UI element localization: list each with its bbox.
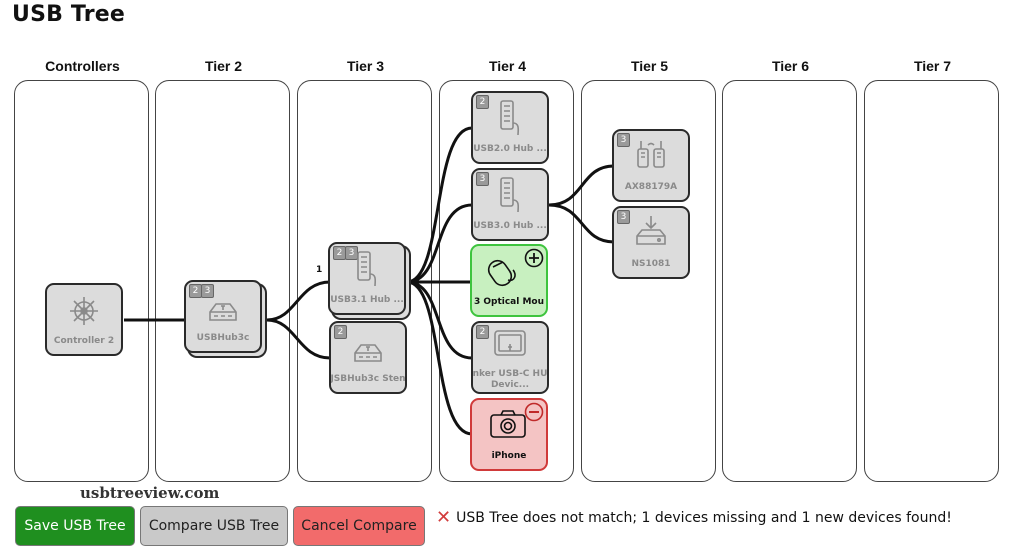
minus-circle-icon: [524, 402, 544, 422]
device-label: 3 Optical Mou: [473, 297, 545, 307]
column-header-tier-2: Tier 2: [204, 58, 243, 74]
device-node-usb30-hub[interactable]: 3 USB3.0 Hub ...: [471, 168, 549, 241]
device-node-usb31-hub[interactable]: 2 3 USB3.1 Hub ...: [328, 242, 406, 315]
speed-badge: 2: [334, 325, 347, 339]
device-label: Controller 2: [53, 336, 115, 346]
device-label: USBHub3c: [196, 333, 250, 343]
mouse-icon: [487, 259, 516, 287]
device-label-line2: Devic...: [490, 380, 530, 390]
tablet-device-icon: [494, 330, 526, 356]
device-label: nker USB-C HU: [473, 369, 547, 379]
device-node-anker-hub[interactable]: 2 nker USB-C HU Devic...: [471, 321, 549, 394]
hub-device-icon: [209, 303, 237, 321]
device-label: JSBHub3c Sten: [331, 374, 405, 384]
column-header-tier-4: Tier 4: [488, 58, 527, 74]
drive-download-icon: [636, 216, 666, 245]
speed-badge: 2: [476, 325, 489, 339]
save-usb-tree-button[interactable]: Save USB Tree: [15, 506, 135, 546]
usb-hub-stick-icon: [500, 100, 520, 136]
speed-badge: 3: [617, 210, 630, 224]
walkie-talkie-icon: [637, 141, 665, 168]
column-header-tier-3: Tier 3: [346, 58, 385, 74]
device-node-ax88179a[interactable]: 3 AX88179A: [612, 129, 690, 202]
device-node-iphone[interactable]: iPhone: [470, 398, 548, 471]
device-node-usbhub3c[interactable]: 2 3 USBHub3c: [184, 280, 262, 353]
device-node-usb20-hub[interactable]: 2 USB2.0 Hub ...: [471, 91, 549, 164]
column-header-controllers: Controllers: [45, 58, 120, 74]
column-header-tier-5: Tier 5: [630, 58, 669, 74]
port-number: 1: [316, 265, 323, 275]
error-x-icon: ✕: [436, 507, 452, 528]
device-label: AX88179A: [624, 182, 678, 192]
hub-device-icon: [354, 344, 382, 362]
device-label: USB3.1 Hub ...: [330, 295, 404, 305]
camera-icon: [489, 410, 526, 438]
status-message: USB Tree does not match; 1 devices missi…: [456, 510, 952, 526]
device-label: iPhone: [491, 451, 527, 461]
device-label: USB3.0 Hub ...: [473, 221, 547, 231]
page-title: USB Tree: [12, 2, 126, 27]
speed-badge: 3: [476, 172, 489, 186]
speed-badge: 3: [201, 284, 214, 298]
device-node-usbhub3c-sten[interactable]: 2 JSBHub3c Sten: [329, 321, 407, 394]
speed-badge: 2: [476, 95, 489, 109]
controller-wheel-icon: [70, 297, 98, 325]
column-controllers: [14, 80, 149, 482]
device-node-ns1081[interactable]: 3 NS1081: [612, 206, 690, 279]
compare-usb-tree-button[interactable]: Compare USB Tree: [140, 506, 288, 546]
compare-status: ✕ USB Tree does not match; 1 devices mis…: [436, 507, 952, 528]
column-header-tier-7: Tier 7: [913, 58, 952, 74]
watermark: usbtreeview.com: [80, 484, 220, 502]
column-tier-7: [864, 80, 999, 482]
usb-hub-stick-icon: [357, 251, 377, 287]
cancel-compare-button[interactable]: Cancel Compare: [293, 506, 425, 546]
plus-circle-icon: [524, 248, 544, 268]
usb-hub-stick-icon: [500, 177, 520, 213]
speed-badge: 3: [617, 133, 630, 147]
device-node-optical-mouse[interactable]: 3 Optical Mou: [470, 244, 548, 317]
device-node-controller[interactable]: Controller 2: [45, 283, 123, 356]
device-label: NS1081: [631, 259, 671, 269]
device-label: USB2.0 Hub ...: [473, 144, 547, 154]
column-tier-6: [722, 80, 857, 482]
column-header-tier-6: Tier 6: [771, 58, 810, 74]
